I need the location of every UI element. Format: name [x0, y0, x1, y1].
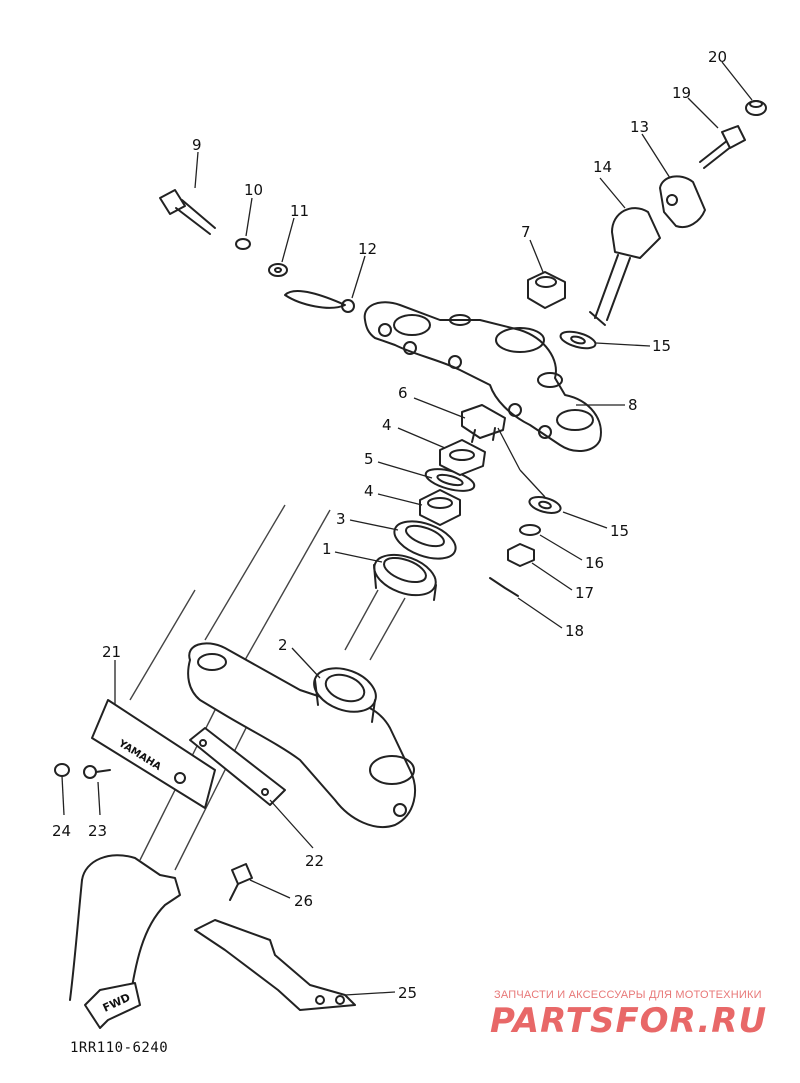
callout-15b: 15	[610, 522, 629, 540]
leader-lines	[61, 61, 753, 996]
callout-22: 22	[305, 852, 324, 870]
ring-nut-lower	[419, 489, 461, 526]
ring-nut-upper	[439, 439, 486, 476]
pinch-bolt	[159, 189, 216, 235]
watermark-caption: ЗАПЧАСТИ И АКСЕССУАРЫ ДЛЯ МОТОТЕХНИКИ	[494, 989, 762, 1001]
cover-cap	[54, 763, 70, 777]
callout-10: 10	[244, 181, 263, 199]
callout-12: 12	[358, 240, 377, 258]
holder-bolt	[699, 125, 746, 169]
watermark-logo: PARTSFOR.RU	[490, 1001, 767, 1041]
callout-19: 19	[672, 84, 691, 102]
bracket-bolt	[229, 863, 253, 901]
callout-11: 11	[290, 202, 309, 220]
fwd-arrow: FWD	[84, 982, 141, 1029]
frame-head	[69, 854, 181, 1011]
callout-23: 23	[88, 822, 107, 840]
bearing-lower	[313, 667, 377, 723]
callout-20: 20	[708, 48, 727, 66]
callout-labels: 9 10 11 12 7 14 13 19 20 15 8 6 4 5 4 3 …	[52, 48, 727, 1002]
plain-washer	[268, 263, 288, 277]
callout-6: 6	[398, 384, 408, 402]
callout-14: 14	[593, 158, 612, 176]
brake-hose-bracket	[194, 919, 356, 1011]
diagram-code: 1RR110-6240	[70, 1040, 169, 1056]
callout-26: 26	[294, 892, 313, 910]
callout-5: 5	[364, 450, 374, 468]
callout-16: 16	[585, 554, 604, 572]
callout-4a: 4	[382, 416, 392, 434]
callout-18: 18	[565, 622, 584, 640]
bearing-upper	[373, 553, 437, 601]
emblem-cover: YAMAHA	[91, 699, 216, 809]
cable-guide	[284, 290, 355, 313]
callout-2: 2	[278, 636, 288, 654]
callout-21: 21	[102, 643, 121, 661]
under-bracket	[187, 642, 416, 828]
spring-washer	[519, 524, 541, 536]
watermark-logo-text: PARTSFOR.RU	[490, 1001, 767, 1041]
callout-7: 7	[521, 223, 531, 241]
holder-nut	[507, 543, 535, 567]
callout-3: 3	[336, 510, 346, 528]
callout-15a: 15	[652, 337, 671, 355]
lock-washer	[461, 404, 506, 443]
callout-13: 13	[630, 118, 649, 136]
callout-17: 17	[575, 584, 594, 602]
damper-washer-bottom	[528, 496, 562, 514]
steering-nut	[527, 271, 566, 309]
cotter-pin	[489, 577, 519, 597]
callout-9: 9	[192, 136, 202, 154]
callout-1: 1	[322, 540, 332, 558]
bolt-washer	[235, 238, 251, 250]
damper-washer-top	[559, 330, 597, 350]
handlebar-holder-lower	[589, 207, 661, 326]
cover-screw	[83, 765, 111, 779]
cap	[745, 100, 767, 116]
callout-8: 8	[628, 396, 638, 414]
handlebar-holder-upper	[659, 175, 706, 228]
callout-4b: 4	[364, 482, 374, 500]
upper-bracket	[363, 301, 602, 452]
callout-24: 24	[52, 822, 71, 840]
callout-25: 25	[398, 984, 417, 1002]
steering-stem-shaft	[344, 589, 406, 661]
cover-bracket	[189, 727, 286, 806]
